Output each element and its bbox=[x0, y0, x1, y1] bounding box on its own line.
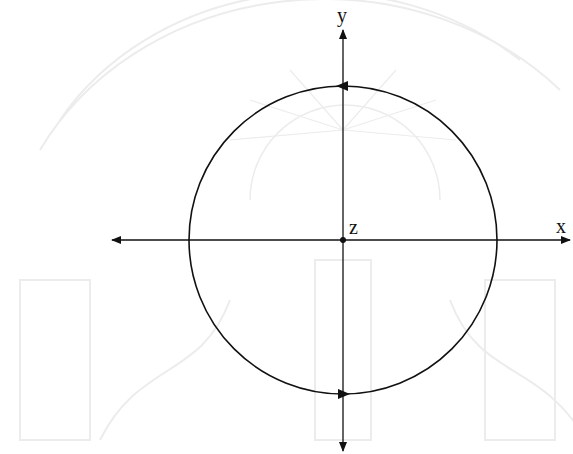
axes bbox=[112, 30, 570, 451]
circular-path bbox=[189, 86, 497, 394]
direction-arrow bbox=[338, 389, 350, 399]
origin-dot bbox=[340, 237, 346, 243]
axis-label: z bbox=[349, 217, 358, 237]
axis-label: y bbox=[337, 5, 347, 25]
direction-arrow bbox=[336, 81, 348, 91]
axis-label: x bbox=[556, 216, 566, 236]
watermark bbox=[20, 0, 573, 440]
